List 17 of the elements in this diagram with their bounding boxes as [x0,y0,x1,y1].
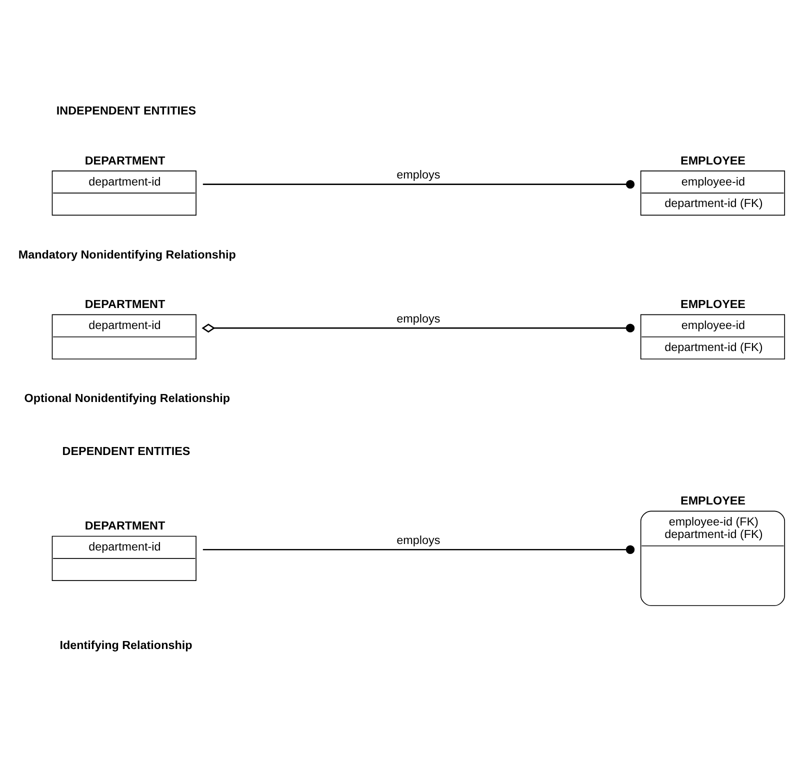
label: INDEPENDENT ENTITIES [56,104,196,118]
connector [202,545,635,554]
label: Optional Nonidentifying Relationship [24,392,230,406]
node-label: EMPLOYEE [680,494,746,508]
node-label: DEPARTMENT [84,520,166,533]
edge-label: employs [396,312,440,326]
label: Identifying Relationship [60,638,192,652]
node-label: DEPARTMENT [84,154,166,168]
label: Mandatory Nonidentifying Relationship [18,248,236,262]
node-label: EMPLOYEE [680,154,746,168]
label: DEPENDENT ENTITIES [62,444,190,458]
edge-label: employs [396,534,440,547]
edge-label: employs [396,168,440,182]
connector [202,324,635,333]
connector [202,180,635,189]
node-label: DEPARTMENT [84,298,166,312]
node-label: EMPLOYEE [680,298,746,312]
